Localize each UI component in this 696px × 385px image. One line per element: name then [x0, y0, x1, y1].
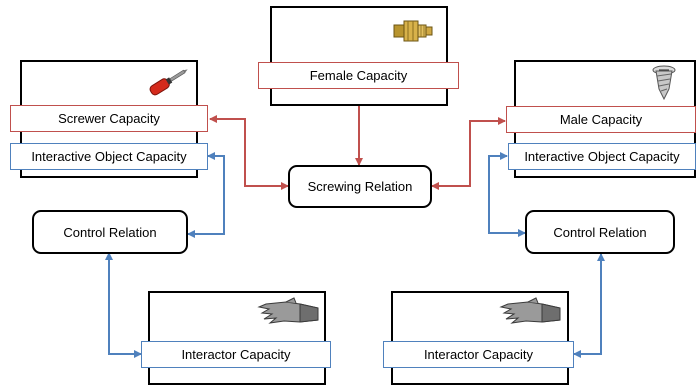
male-capacity-box: Male Capacity [506, 106, 696, 133]
screwdriver-icon [149, 69, 188, 96]
right-interactive-object-capacity-box: Interactive Object Capacity [508, 143, 696, 170]
arrow-left-control-to-interactor [105, 252, 142, 358]
left-control-relation-box: Control Relation [32, 210, 188, 254]
left-interactive-object-capacity-box: Interactive Object Capacity [10, 143, 208, 170]
female-capacity-box: Female Capacity [258, 62, 459, 89]
screwer-capacity-box: Screwer Capacity [10, 105, 208, 132]
left-interactor-capacity-box: Interactor Capacity [141, 341, 331, 368]
right-control-relation-box: Control Relation [525, 210, 675, 254]
hand-icon [499, 297, 561, 324]
screwing-relation-box: Screwing Relation [288, 165, 432, 208]
arrow-right-interactive-to-control [488, 152, 526, 237]
brass-fitting-icon [393, 20, 433, 42]
right-interactor-capacity-box: Interactor Capacity [383, 341, 574, 368]
arrow-right-control-to-interactor [573, 253, 605, 358]
arrow-male-to-screwing [431, 117, 506, 190]
arrow-screwer-to-screwing [209, 115, 289, 190]
arrow-left-interactive-to-control [187, 152, 225, 238]
hand-icon [257, 297, 319, 324]
screw-icon [652, 65, 676, 101]
